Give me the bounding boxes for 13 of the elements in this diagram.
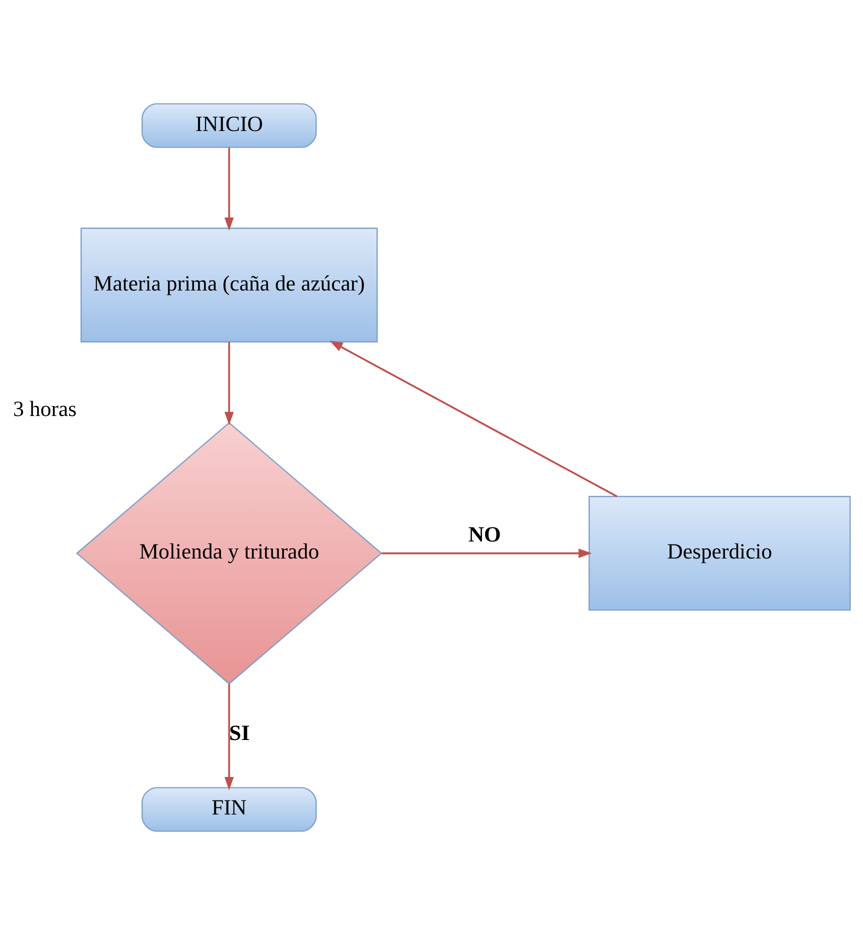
edge-label: NO: [468, 522, 501, 547]
node-box: Materia prima (caña de azúcar): [80, 228, 378, 342]
node-box: FIN: [142, 787, 317, 832]
arrow: [224, 684, 234, 790]
arrow: [224, 148, 234, 231]
edge-label: SI: [229, 720, 250, 745]
node-diamond: Molienda y triturado: [76, 422, 382, 685]
node-box: INICIO: [142, 103, 317, 148]
arrow: [224, 342, 234, 426]
node-label: 3 horas: [13, 397, 77, 422]
node-box: Desperdicio: [588, 496, 851, 611]
arrow: [330, 340, 618, 498]
arrow: [382, 548, 592, 558]
